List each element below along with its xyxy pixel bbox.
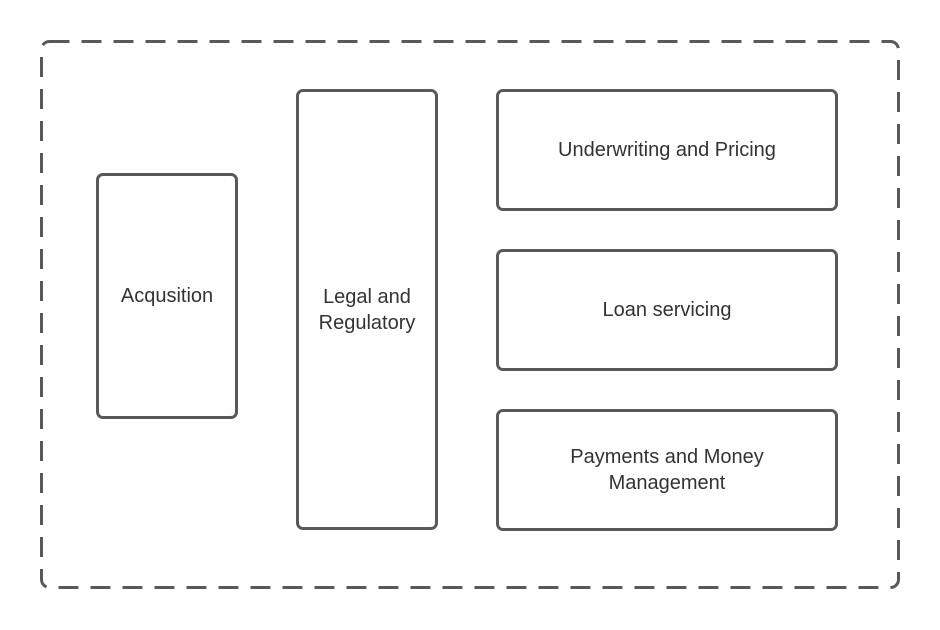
underwriting-pricing-block: Underwriting and Pricing — [496, 89, 838, 211]
payments-money-management-label: Payments and Money Management — [570, 446, 764, 494]
legal-regulatory-label: Legal and Regulatory — [318, 285, 416, 334]
loan-servicing-block: Loan servicing — [496, 249, 838, 371]
legal-regulatory-block: Legal and Regulatory — [296, 89, 438, 530]
acquisition-block: Acqusition — [96, 173, 238, 419]
acquisition-label: Acqusition — [120, 285, 214, 307]
dashed-boundary-outline — [40, 40, 900, 589]
dashed-boundary — [40, 40, 900, 589]
underwriting-pricing-label: Underwriting and Pricing — [558, 139, 776, 161]
payments-money-management-block: Payments and Money Management — [496, 409, 838, 531]
loan-servicing-label: Loan servicing — [602, 299, 732, 321]
